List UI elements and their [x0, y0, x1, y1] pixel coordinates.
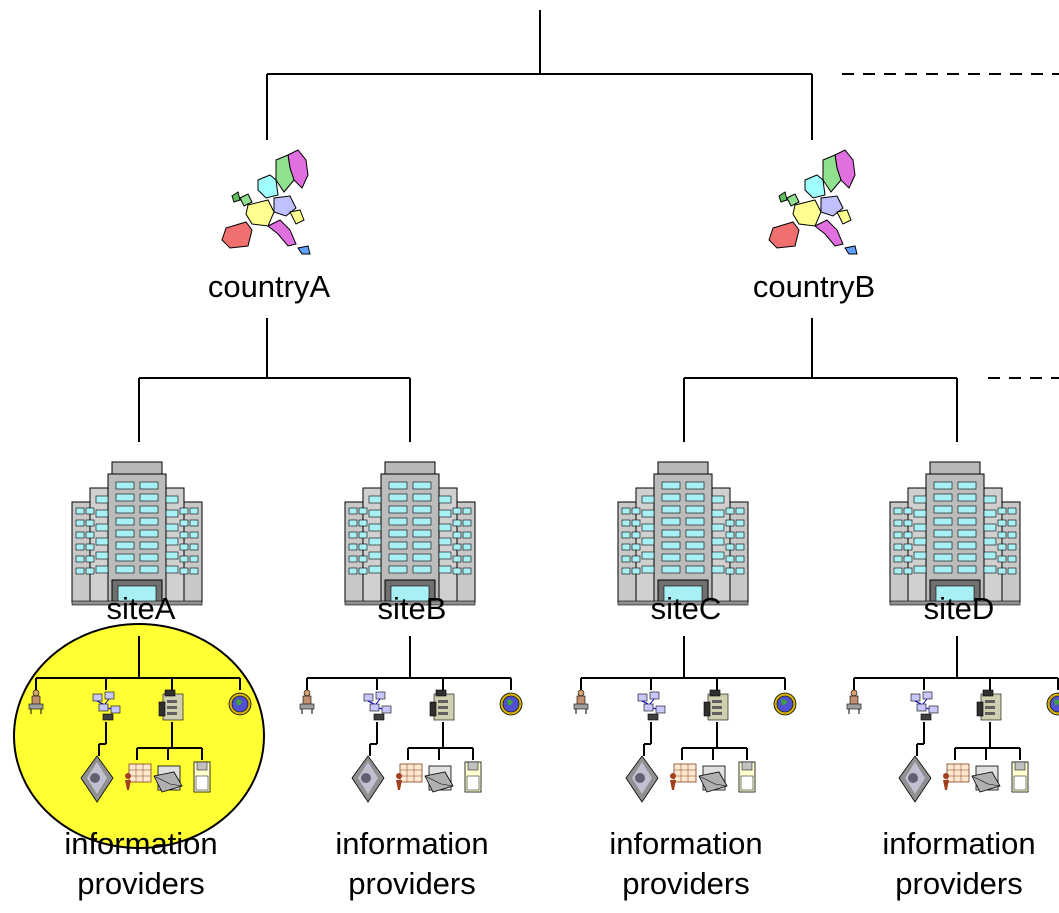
provider-tree [28, 636, 252, 803]
mail-document-icon [424, 765, 454, 793]
person-icon [573, 689, 589, 715]
office-building-icon [71, 461, 203, 606]
person-icon [846, 689, 862, 715]
globe-badge-icon [499, 692, 523, 716]
site-label: siteB [377, 591, 447, 626]
site-label: siteC [650, 591, 722, 626]
office-building-icon [344, 461, 476, 606]
chart-presenter-icon [395, 763, 423, 791]
office-building-icon [889, 461, 1021, 606]
chart-presenter-icon [942, 763, 970, 791]
country-connectors [138, 318, 958, 442]
floppy-disk-icon [738, 761, 756, 793]
providers-caption: information providers [312, 824, 512, 904]
providers-caption-line: information [335, 826, 489, 861]
photo-diamond-icon [898, 755, 932, 803]
top-connectors [266, 10, 813, 140]
globe-badge-icon [773, 692, 797, 716]
europe-map-icon [221, 149, 311, 255]
country-label: countryB [752, 269, 876, 304]
archive-server-icon [429, 689, 455, 721]
mail-document-icon [153, 765, 183, 793]
providers-caption: information providers [41, 824, 241, 904]
archive-server-icon [703, 689, 729, 721]
providers-caption-line: providers [348, 866, 476, 901]
providers-caption-line: information [64, 826, 218, 861]
archive-server-icon [976, 689, 1002, 721]
site-label: siteA [106, 591, 176, 626]
floppy-disk-icon [193, 761, 211, 793]
chart-presenter-icon [669, 763, 697, 791]
providers-caption: information providers [859, 824, 1059, 904]
provider-tree [573, 636, 797, 803]
mail-document-icon [698, 765, 728, 793]
europe-map-icon [768, 149, 858, 255]
network-computers-icon [363, 691, 392, 721]
provider-tree [846, 636, 1059, 803]
providers-caption-line: information [882, 826, 1036, 861]
photo-diamond-icon [351, 755, 385, 803]
providers-caption-line: information [609, 826, 763, 861]
site-label: siteD [923, 591, 995, 626]
providers-caption: information providers [586, 824, 786, 904]
providers-caption-line: providers [77, 866, 205, 901]
photo-diamond-icon [625, 755, 659, 803]
provider-tree [299, 636, 523, 803]
providers-caption-line: providers [895, 866, 1023, 901]
network-computers-icon [910, 691, 939, 721]
floppy-disk-icon [1011, 761, 1029, 793]
providers-caption-line: providers [622, 866, 750, 901]
globe-badge-icon [1046, 692, 1059, 716]
floppy-disk-icon [464, 761, 482, 793]
office-building-icon [617, 461, 749, 606]
network-computers-icon [637, 691, 666, 721]
globe-badge-icon [228, 692, 252, 716]
country-label: countryA [207, 269, 331, 304]
mail-document-icon [971, 765, 1001, 793]
person-icon [299, 689, 315, 715]
